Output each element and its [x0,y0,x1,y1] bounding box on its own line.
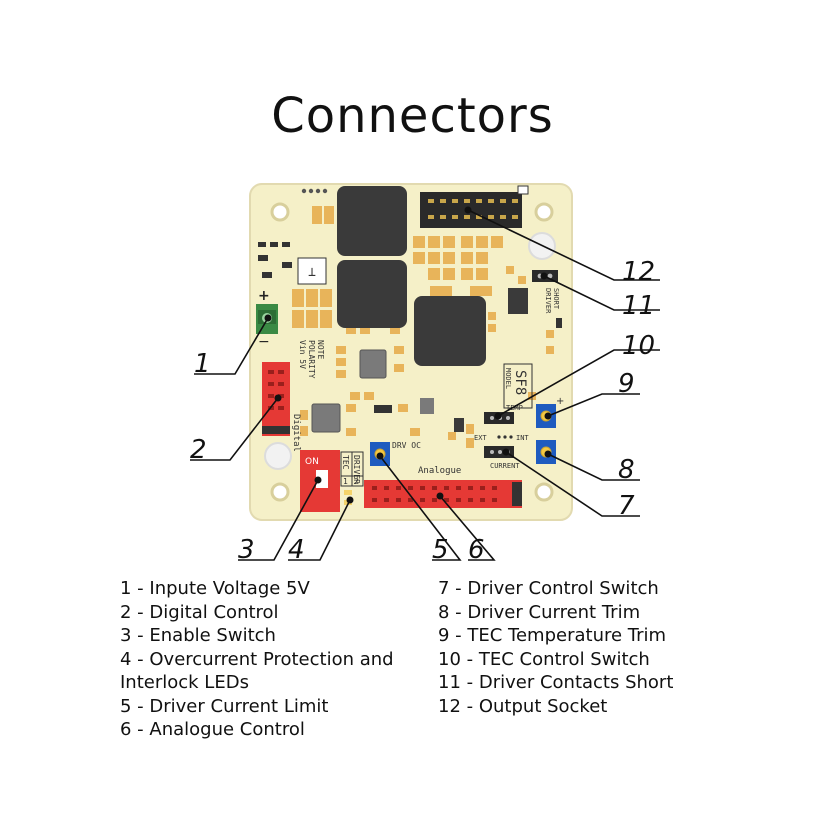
leader-dots [264,206,552,504]
plus-label: + [258,288,270,304]
callout-3: 3 [238,535,255,565]
inductor [337,186,407,256]
legend-item-10: 10 - TEC Control Switch [438,648,650,670]
analogue-silk: Analogue [418,466,461,476]
ext-int-dots [497,435,513,439]
temp-silk: TEMP [506,404,523,412]
svg-text:MODEL: MODEL [504,368,512,389]
callout-10: 10 [622,331,655,361]
polarity-box [297,257,327,285]
output-socket [420,185,529,228]
svg-text:TEC: TEC [341,455,350,470]
callout-6: 6 [468,535,485,565]
digital-silk: Digital [291,414,301,452]
svg-text:Vin 5V: Vin 5V [298,340,307,369]
svg-text:SF8: SF8 [512,370,528,395]
minus-label: − [258,334,270,350]
legend-item-8: 8 - Driver Current Trim [438,601,641,623]
tvs-symbol: ⊥ [308,265,316,280]
analogue-pins [372,486,497,502]
tec-driver-silk: TEC DRIVER 1 2 [340,451,364,487]
legend-item-2: 2 - Digital Control [120,601,279,623]
callout-2: 2 [190,435,207,465]
temp-plus: + [556,396,564,407]
callout-4: 4 [288,535,305,565]
callout-7: 7 [618,491,635,521]
legend-item-12: 12 - Output Socket [438,695,608,717]
legend-item-4: 4 - Overcurrent Protection and [120,648,394,670]
int-silk: INT [516,434,529,442]
page-title: Connectors [271,88,554,144]
svg-text:2: 2 [354,477,359,486]
callout-9: 9 [618,369,635,399]
test-points [301,188,328,194]
legend-item-11: 11 - Driver Contacts Short [438,672,674,693]
legend-item-9: 9 - TEC Temperature Trim [438,625,667,646]
svg-text:DRIVER: DRIVER [352,455,361,484]
legend-item-7: 7 - Driver Control Switch [438,578,659,599]
legend-left: 1 - Inpute Voltage 5V 2 - Digital Contro… [120,577,394,742]
mcu-chip [359,349,387,379]
legend-item-5: 5 - Driver Current Limit [120,695,329,717]
legend-item-4-cont: Interlock LEDs [120,672,249,693]
legend-right: 7 - Driver Control Switch 8 - Driver Cur… [438,577,673,718]
pcb-board [249,183,573,521]
pin1-marker: 1 [515,486,520,495]
current-silk: CURRENT [490,462,520,470]
on-label: ON [305,457,319,467]
small-chips [258,242,562,432]
analogue-connector [364,480,522,508]
callout-8: 8 [618,455,635,485]
note-polarity-silk: NOTE POLARITY Vin 5V [298,340,325,379]
driver-chip [311,403,341,433]
ext-silk: EXT [474,434,487,442]
svg-text:POLARITY: POLARITY [307,340,316,379]
callout-5: 5 [432,535,449,565]
legend-item-1: 1 - Inpute Voltage 5V [120,578,310,599]
svg-text:NOTE: NOTE [316,340,325,359]
callout-11: 11 [622,291,655,321]
svg-text:1: 1 [343,477,348,486]
callout-12: 12 [622,257,655,287]
leader-lines [190,209,660,561]
legend-item-6: 6 - Analogue Control [120,719,305,740]
inductor [337,260,407,328]
drv-oc-silk: DRV OC [392,441,421,450]
callout-1: 1 [194,349,211,379]
driver-short-silk-1: DRIVER [544,288,552,314]
model-marking: MODEL SF8 [503,363,533,409]
driver-short-silk-2: SHORT [552,288,560,310]
power-module [414,296,486,366]
legend-item-3: 3 - Enable Switch [120,625,276,646]
